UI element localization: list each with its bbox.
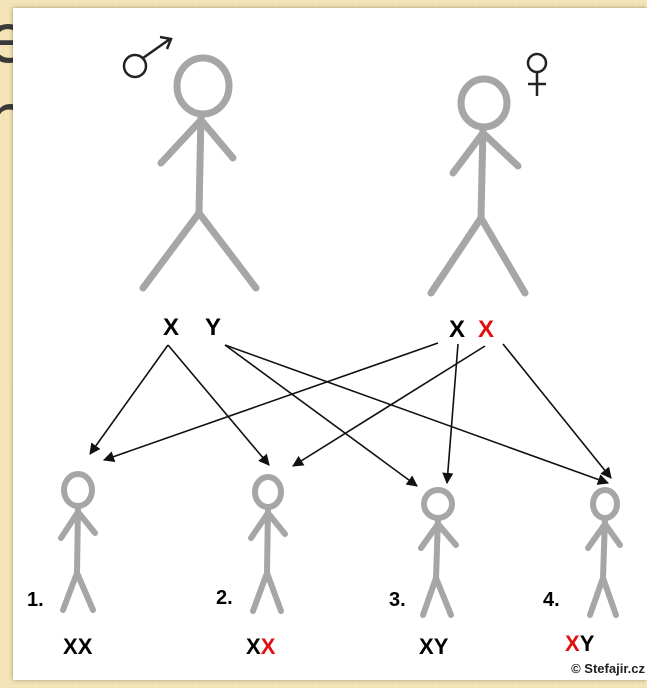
arrow-male-x-to-child-2 <box>167 344 270 466</box>
child-2-genotype: XX <box>246 634 276 659</box>
child-2-number: 2. <box>216 587 233 609</box>
child-2-allele-1: X <box>246 634 261 659</box>
arrow-female-red-x-to-child-4 <box>502 343 612 479</box>
child-2-allele-2: X <box>261 634 276 659</box>
child-1-genotype: XX <box>63 634 93 659</box>
female-symbol-icon <box>526 52 548 96</box>
male-allele-y: Y <box>205 314 221 341</box>
arrow-male-y-to-child-4 <box>224 344 610 485</box>
arrow-female-red-x-to-child-2 <box>292 345 486 467</box>
inheritance-arrows <box>89 342 612 487</box>
child-1-allele-2: X <box>78 634 93 659</box>
arrow-female-x-to-child-3 <box>442 343 459 485</box>
arrow-female-x-to-child-1 <box>102 342 439 462</box>
male-parent-figure <box>139 54 260 292</box>
inheritance-diagram: X Y X X <box>27 35 623 659</box>
arrow-male-y-to-child-3 <box>224 344 418 487</box>
child-4-allele-1: X <box>565 631 580 656</box>
background-glyph-2: r <box>0 80 40 160</box>
child-4-figure <box>585 487 623 618</box>
arrow-male-x-to-child-1 <box>89 344 169 455</box>
male-symbol-icon <box>122 35 173 79</box>
child-3-number: 3. <box>389 589 406 611</box>
male-allele-x: X <box>163 314 179 341</box>
child-3-allele-1: X <box>419 634 434 659</box>
diagram-card: X Y X X <box>13 8 647 680</box>
female-allele-x-2: X <box>478 316 494 343</box>
female-parent-figure <box>427 75 529 297</box>
child-1-number: 1. <box>27 589 44 611</box>
child-4-genotype: XY <box>565 631 595 656</box>
child-3-allele-2: Y <box>434 634 449 659</box>
child-3-genotype: XY <box>419 634 449 659</box>
child-2-figure <box>248 474 288 614</box>
child-4-allele-2: Y <box>580 631 595 656</box>
child-4-number: 4. <box>543 589 560 611</box>
child-3-figure <box>418 487 459 618</box>
copyright-text: © Stefajir.cz <box>571 661 645 676</box>
child-1-allele-1: X <box>63 634 78 659</box>
child-1-figure <box>58 471 98 613</box>
female-allele-x-1: X <box>449 316 465 343</box>
